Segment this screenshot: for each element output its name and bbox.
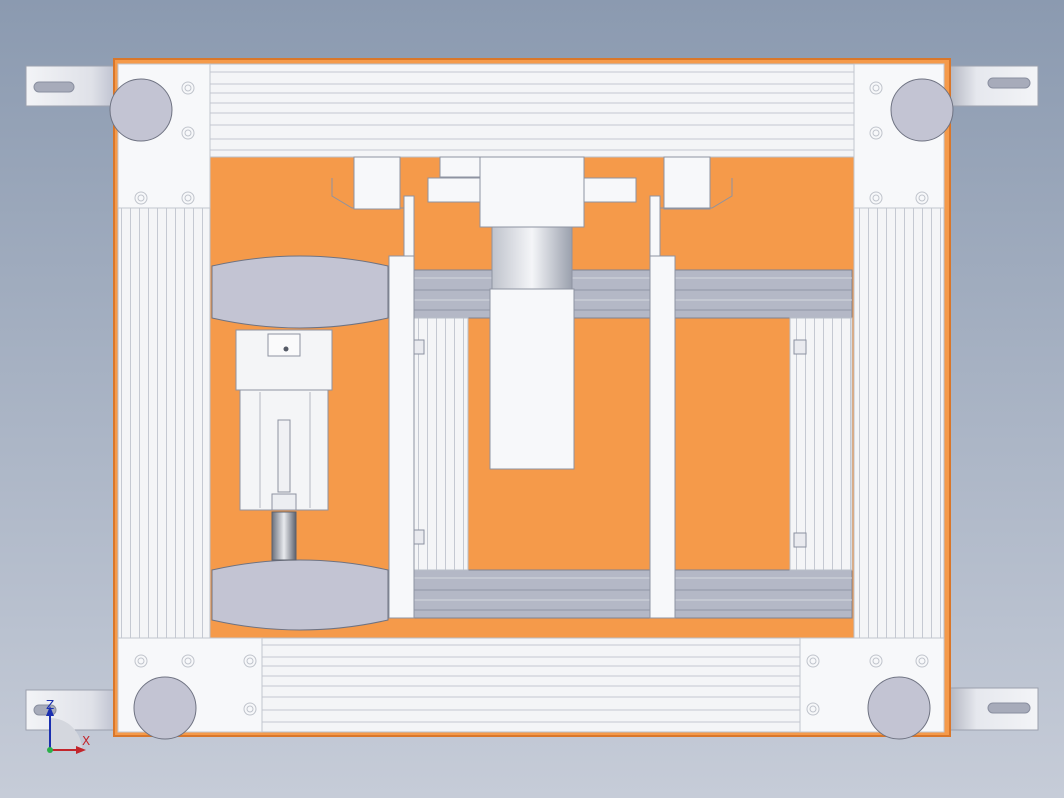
mounting-bracket-top-left[interactable]	[25, 65, 121, 107]
right-extrusion-profile[interactable]	[853, 156, 945, 639]
leveling-foot-top-left[interactable]	[109, 78, 173, 142]
central-slide-block[interactable]	[489, 288, 575, 470]
linear-rail-upper[interactable]	[413, 269, 853, 319]
mounting-bracket-top-right[interactable]	[943, 65, 1039, 107]
leveling-foot-bottom-left[interactable]	[133, 676, 197, 740]
pneumatic-cylinder-left[interactable]	[235, 329, 333, 561]
mounting-bracket-bottom-left[interactable]	[25, 689, 121, 731]
roller-upper[interactable]	[211, 255, 389, 329]
vertical-post-right[interactable]	[649, 255, 676, 619]
linear-rail-lower[interactable]	[413, 569, 853, 619]
top-extrusion-profile[interactable]	[117, 63, 945, 158]
leveling-foot-top-right[interactable]	[890, 78, 954, 142]
axis-z-label: Z	[46, 698, 55, 712]
axis-x-label: X	[82, 734, 91, 748]
roller-lower[interactable]	[211, 559, 389, 631]
top-mounting-bracket-assembly[interactable]	[331, 156, 733, 257]
left-extrusion-profile[interactable]	[117, 156, 211, 639]
axis-triad	[46, 706, 86, 754]
vertical-post-left[interactable]	[388, 255, 415, 619]
inner-support-right	[789, 317, 853, 571]
mounting-bracket-bottom-right[interactable]	[943, 687, 1039, 731]
leveling-foot-bottom-right[interactable]	[867, 676, 931, 740]
central-cylinder-head[interactable]	[491, 226, 573, 292]
